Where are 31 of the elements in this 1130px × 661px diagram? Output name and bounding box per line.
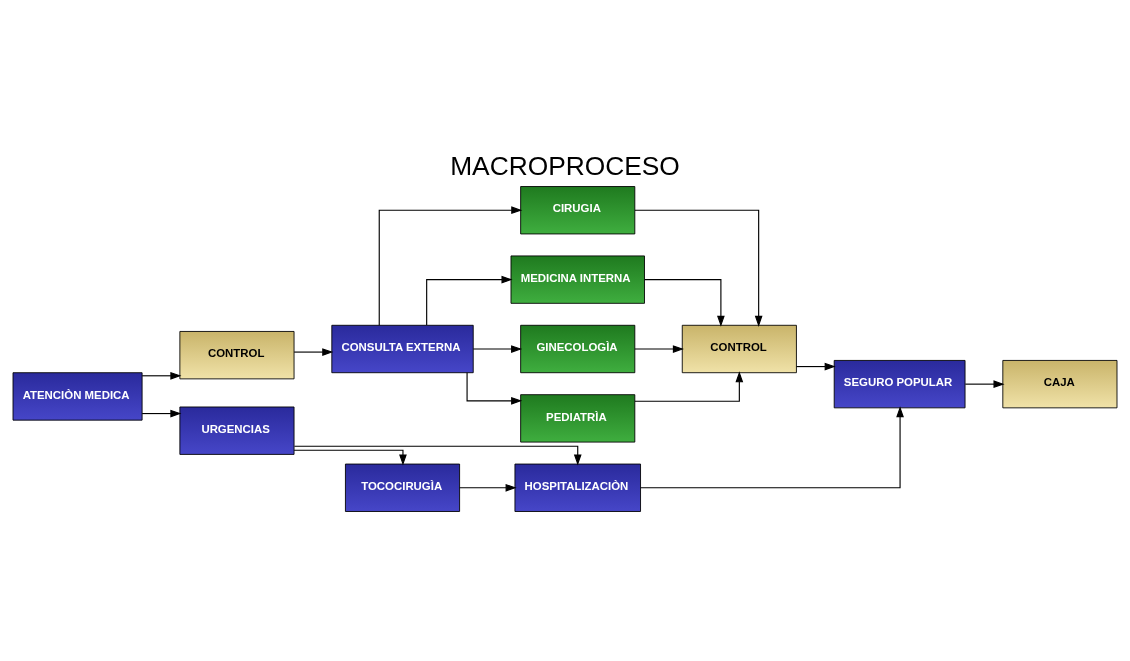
arrow xyxy=(293,445,582,466)
arrow xyxy=(964,379,1005,388)
arrow xyxy=(459,483,517,492)
arrow xyxy=(141,409,182,417)
arrow xyxy=(634,209,763,327)
arrow xyxy=(634,344,684,353)
node-box: CIRUGIA xyxy=(520,185,636,234)
node-box: HOSPITALIZACIÒN xyxy=(514,463,641,512)
arrow xyxy=(472,344,523,353)
node-box: TOCOCIRUGÌA xyxy=(345,463,461,512)
arrow xyxy=(293,347,334,356)
node-box: GINECOLOGÌA xyxy=(520,324,636,373)
node-box: CAJA xyxy=(1002,359,1118,408)
arrow xyxy=(795,362,836,370)
arrow xyxy=(293,449,407,466)
arrow xyxy=(378,205,523,326)
node-box: MEDICINA INTERNA xyxy=(510,254,645,304)
arrow xyxy=(426,275,513,326)
arrow xyxy=(634,370,744,402)
node-box: URGENCIAS xyxy=(179,406,295,455)
node-box: PEDIATRÌA xyxy=(520,393,636,443)
arrow xyxy=(644,278,725,327)
node-box: SEGURO POPULAR xyxy=(833,359,966,408)
arrow xyxy=(141,371,182,380)
node-box: CONSULTA EXTERNA xyxy=(331,324,474,373)
node-box: CONTROL xyxy=(179,330,295,379)
node-box: CONTROL xyxy=(681,324,797,373)
diagram-title: MACROPROCESO xyxy=(450,150,680,181)
arrow xyxy=(640,405,904,488)
node-box: ATENCIÒN MEDICA xyxy=(12,371,143,421)
arrow xyxy=(466,371,523,405)
